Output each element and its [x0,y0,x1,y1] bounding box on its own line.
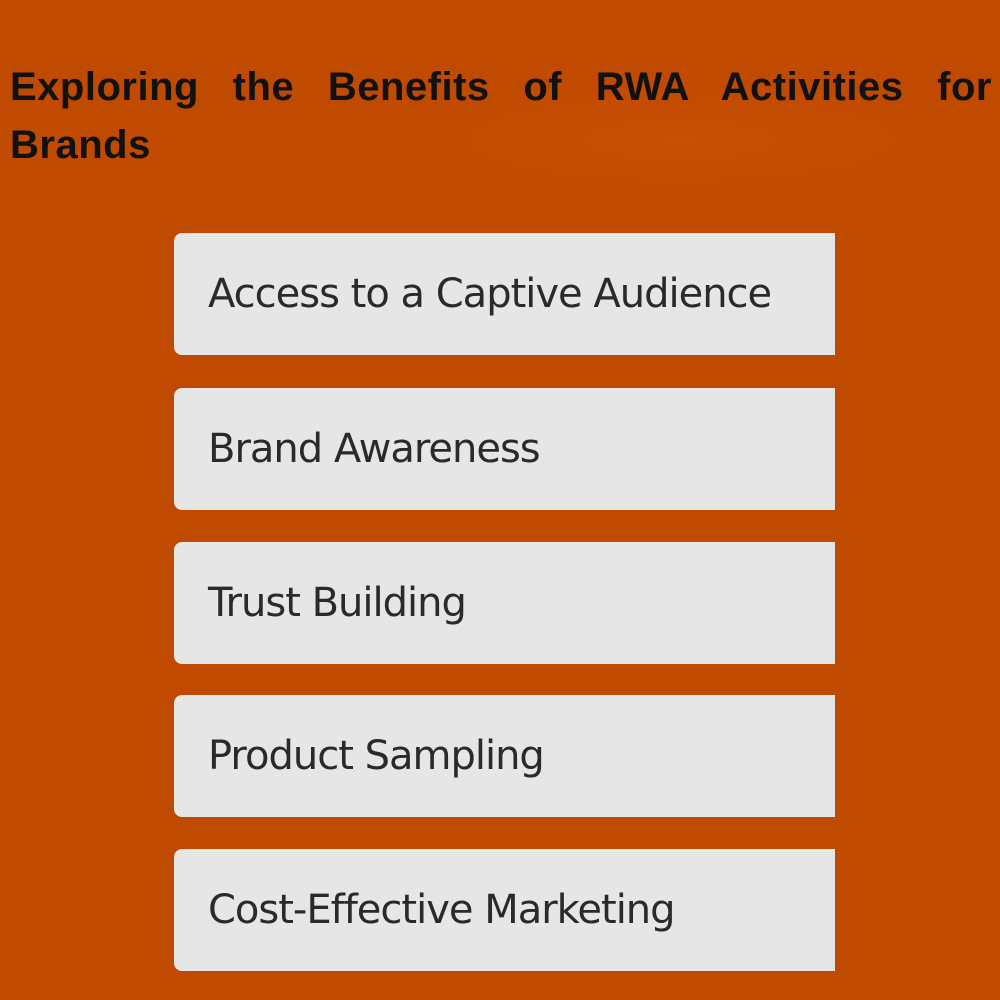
background-glow [380,80,980,200]
benefit-label: Product Sampling [208,733,545,779]
benefit-card-brand-awareness: Brand Awareness [174,388,835,510]
benefit-card-product-sampling: Product Sampling [174,695,835,817]
benefit-label: Brand Awareness [208,426,541,472]
page-title: Exploring the Benefits of RWA Activities… [10,65,992,167]
benefit-label: Trust Building [208,580,467,626]
benefit-card-cost-effective-marketing: Cost-Effective Marketing [174,849,835,971]
benefit-card-captive-audience: Access to a Captive Audience [174,233,835,355]
benefit-card-trust-building: Trust Building [174,542,835,664]
benefit-label: Cost-Effective Marketing [208,887,676,933]
benefit-label: Access to a Captive Audience [208,271,772,317]
